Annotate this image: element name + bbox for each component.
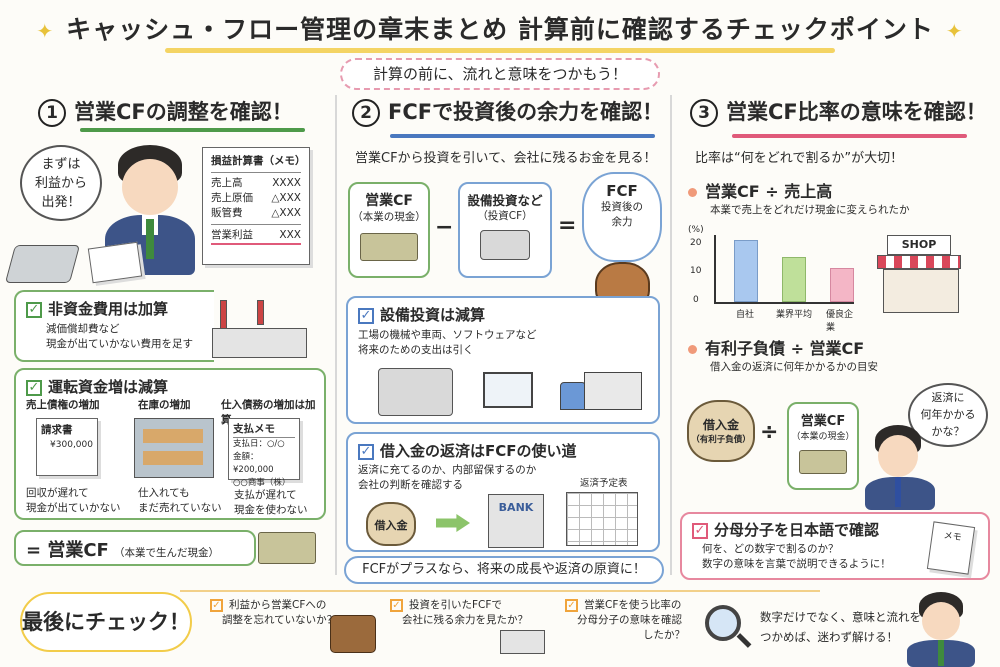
checkbox-icon: ✓ (692, 522, 708, 539)
loan-bag-icon: 借入金 （有利子負債） (687, 400, 755, 462)
check-numerator-denominator: ✓分母分子を日本語で確認 何を、どの数字で割るのか？ 数字の意味を言葉で説明でき… (680, 512, 990, 580)
bar-top-company (830, 268, 854, 302)
subtitle-bubble: 計算の前に、流れと意味をつかもう！ (340, 58, 660, 90)
warehouse-icon (134, 418, 214, 478)
page-title: ✦ キャッシュ・フロー管理の章末まとめ 計算前に確認するチェックポイント ✦ (0, 10, 1000, 46)
checkbox-icon: ✓ (358, 443, 374, 460)
sparkle-icon: ✦ (36, 19, 55, 43)
column-divider (670, 95, 672, 575)
machine-icon (480, 230, 530, 260)
loan-bag-icon: 借入金 (366, 502, 416, 546)
closing-message: 数字だけでなく、意味と流れを つかめば、迷わず解ける！ (760, 610, 921, 644)
bar-company (734, 240, 758, 302)
fcf-summary-cloud: FCFがプラスなら、将来の成長や返済の原資に！ (344, 556, 664, 584)
bar-industry-average (782, 257, 806, 302)
payment-memo: 支払メモ 支払日：○/○ 金額：¥200,000 ○○商事（株） (228, 418, 300, 488)
checkbox-icon: ✓ (210, 598, 223, 612)
formula-operating-cf: 営業CF （本業の現金） (348, 182, 430, 278)
section3-lead: 比率は“何をどれで割るか”が大切！ (695, 151, 904, 166)
truck-icon (560, 372, 642, 414)
magnifier-icon (705, 605, 741, 641)
final-check-item: ✓投資を引いたFCFで 会社に残る余力を見たか？ (390, 598, 530, 628)
shop-icon: SHOP (875, 235, 975, 315)
cash-stack-icon (360, 233, 418, 261)
check-noncash-expenses: ✓非資金費用は加算 減価償却費など 現金が出ていかない費用を足す (14, 290, 214, 362)
checkbox-icon: ✓ (26, 379, 42, 396)
final-divider (180, 590, 820, 592)
thinking-businessman-illustration (865, 425, 935, 510)
y-axis (714, 235, 716, 303)
bullet-icon (688, 188, 697, 197)
title-underline (165, 48, 835, 53)
bank-icon: BANK (488, 494, 544, 548)
section-number: 3 (690, 99, 718, 127)
cash-stack-icon (258, 532, 316, 564)
column-divider (335, 95, 337, 575)
formula-capex: 設備投資など （投資CF） (458, 182, 552, 278)
final-check-item: ✓営業CFを使う比率の 分母分子の意味を確認 したか？ (565, 598, 705, 643)
section1-underline (80, 128, 305, 132)
factory-icon (500, 630, 545, 654)
page-title-text: キャッシュ・フロー管理の章末まとめ 計算前に確認するチェックポイント (66, 15, 934, 44)
divide-sign: ÷ (760, 420, 779, 445)
fcf-cloud: FCF 投資後の 余力 (582, 172, 662, 262)
thought-bubble: 返済に 何年かかる かな？ (908, 383, 988, 447)
checkbox-icon: ✓ (26, 301, 42, 318)
checkbox-icon: ✓ (390, 598, 403, 612)
final-check-label: 最後にチェック！ (20, 592, 192, 652)
section-number: 2 (352, 99, 380, 127)
x-axis (714, 302, 854, 304)
calculator-icon (4, 245, 81, 283)
check-loan-repayment: ✓借入金の返済はFCFの使い道 返済に充てるのか、内部留保するのか 会社の判断を… (346, 432, 660, 552)
computer-icon (483, 372, 533, 408)
memo-icon: メモ (926, 521, 976, 575)
checkbox-icon: ✓ (565, 598, 578, 612)
check-working-capital: ✓運転資金増は減算 売上債権の増加 在庫の増加 仕入債務の増加は加算 請求書 ¥… (14, 368, 326, 520)
checkbox-icon: ✓ (358, 307, 374, 324)
cnc-machine-icon (378, 368, 453, 416)
check-capex-subtract: ✓設備投資は減算 工場の機械や車両、ソフトウェアなど 将来のための支出は引く (346, 296, 660, 424)
document-icon (87, 241, 143, 284)
ratio1-heading: 営業CF ÷ 売上高 (688, 178, 832, 202)
section2-underline (390, 134, 655, 138)
bullet-icon (688, 345, 697, 354)
thought-bubble: まずは 利益から 出発！ (20, 145, 102, 221)
arrow-right-icon (436, 514, 470, 532)
wallet-icon (330, 615, 376, 653)
ratio2-heading: 有利子負債 ÷ 営業CF (688, 335, 864, 359)
operating-cf-box: 営業CF （本業の現金） (787, 402, 859, 490)
minus-sign: − (435, 215, 454, 240)
cheering-businessman-illustration (905, 592, 977, 667)
factory-icon (212, 300, 307, 358)
calendar-icon (566, 492, 638, 546)
section-number: 1 (38, 99, 66, 127)
equals-sign: = (558, 213, 577, 238)
section3-underline (732, 134, 967, 138)
section2-lead: 営業CFから投資を引いて、会社に残るお金を見る！ (355, 151, 657, 166)
sparkle-icon: ✦ (945, 19, 964, 43)
operating-cf-result: = 営業CF （本業で生んだ現金） (14, 530, 256, 566)
invoice-document: 請求書 ¥300,000 (36, 418, 98, 476)
ratio-bar-chart: (%) 20 10 0 自社 業界平均 優良企業 (688, 225, 854, 333)
final-check-item: ✓利益から営業CFへの 調整を忘れていないか？ (210, 598, 350, 628)
cash-stack-icon (799, 450, 847, 474)
